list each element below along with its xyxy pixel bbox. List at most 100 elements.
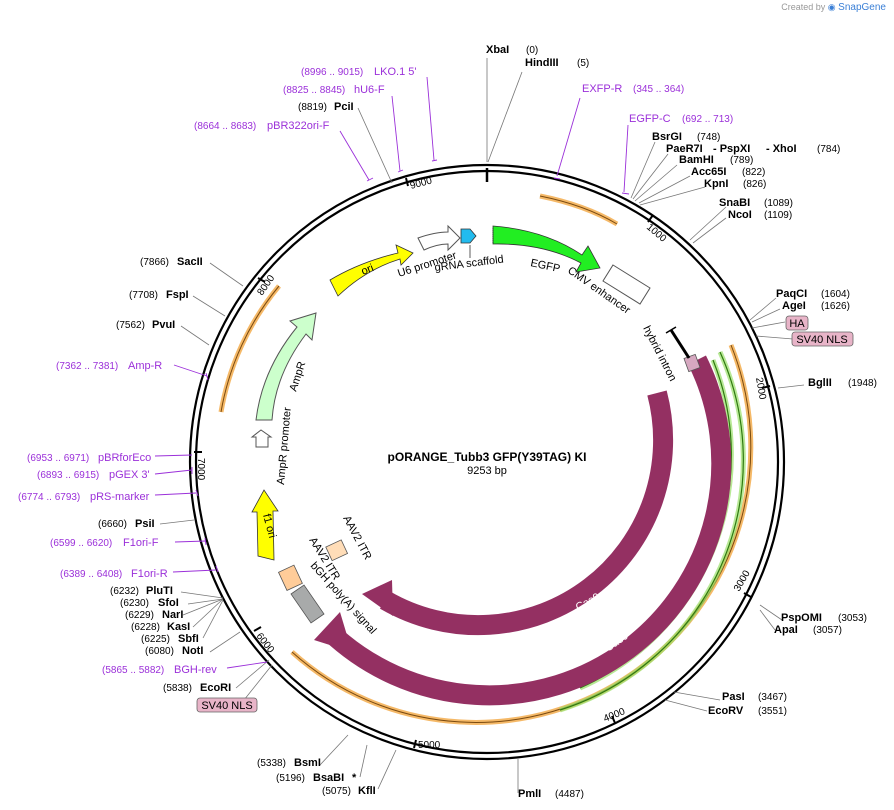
enzyme-ncoi-pos: (1109) <box>764 210 792 221</box>
tag-ha[interactable]: HA <box>751 315 809 331</box>
enzyme-pmli[interactable]: PmlI(4487) <box>518 788 584 800</box>
enzyme-noti[interactable]: (6080)NotI <box>145 645 203 657</box>
primer-exfpr[interactable]: EXFP-R(345 .. 364) <box>582 83 684 95</box>
primer-lko1[interactable]: (8996 .. 9015)LKO.1 5' <box>301 66 416 78</box>
enzyme-paqci-pos: (1604) <box>821 289 850 300</box>
primer-bghrev[interactable]: (5865 .. 5882)BGH-rev <box>102 664 217 676</box>
brand-name: SnapGene <box>838 2 886 13</box>
tick-6000: 6000 <box>254 631 277 656</box>
enzyme-ecori[interactable]: (5838)EcoRI <box>163 682 231 694</box>
enzyme-pspomi[interactable]: PspOMI(3053) <box>781 612 867 624</box>
enzyme-snabi[interactable]: SnaBI(1089) <box>719 197 793 209</box>
tag-sv40-left-label: SV40 NLS <box>201 700 252 712</box>
enzyme-bsrgi[interactable]: BsrGI(748) <box>652 131 720 143</box>
primer-prsmarker[interactable]: (6774 .. 6793)pRS-marker <box>18 491 150 503</box>
enzyme-noti-name: NotI <box>182 645 203 657</box>
enzyme-acc65i-pos: (822) <box>742 167 765 178</box>
primer-pbr322[interactable]: (8664 .. 8683)pBR322ori-F <box>194 120 330 132</box>
aav2-itr-box-1[interactable] <box>325 539 349 562</box>
aav2-itr-box-2[interactable] <box>277 564 303 591</box>
enzyme-ecorv-pos: (3551) <box>758 706 787 717</box>
primer-lko1-name: LKO.1 5' <box>374 66 416 78</box>
feature-egfp-label: EGFP <box>529 257 561 275</box>
cmv-enhancer-box[interactable] <box>602 264 651 305</box>
grna-scaffold-arrow[interactable] <box>460 228 477 244</box>
primer-f1orir[interactable]: (6389 .. 6408)F1ori-R <box>60 568 168 580</box>
ring-ticks <box>194 177 771 749</box>
tag-sv40-nls-right[interactable]: SV40 NLS <box>755 331 854 347</box>
enzyme-sacii[interactable]: (7866) SacII <box>140 256 203 268</box>
orf-arc-top <box>539 193 619 227</box>
tag-sv40-nls-left[interactable]: SV40 NLS <box>196 664 273 713</box>
primer-exfpr-name: EXFP-R <box>582 83 622 95</box>
enzyme-hindiii[interactable]: HindIII(5) <box>525 57 589 69</box>
enzyme-bamhi[interactable]: BamHI(789) <box>679 154 753 166</box>
enzyme-fspi-pos: (7708) <box>129 290 158 301</box>
enzyme-acc65i-name: Acc65I <box>691 166 726 178</box>
enzyme-sacii-name: SacII <box>177 256 203 268</box>
enzyme-paer7i[interactable]: PaeR7I <box>666 143 703 155</box>
enzyme-xhoi[interactable]: - XhoI(784) <box>766 143 840 155</box>
primer-leaders <box>154 76 630 669</box>
snapgene-logo-icon: ◉ <box>827 2 836 12</box>
ampr-arrow[interactable] <box>255 312 317 421</box>
enzyme-ecori-name: EcoRI <box>200 682 231 694</box>
primer-f1orif-range: (6599 .. 6620) <box>50 538 112 549</box>
enzyme-pcii[interactable]: (8819)PciI <box>298 101 354 113</box>
enzyme-pvui-name: PvuI <box>152 319 175 331</box>
primer-egfpc-range: (692 .. 713) <box>682 114 733 125</box>
enzyme-kpni[interactable]: KpnI(826) <box>704 178 766 190</box>
enzyme-ecorv[interactable]: EcoRV(3551) <box>708 705 787 717</box>
primer-prsmarker-range: (6774 .. 6793) <box>18 492 80 503</box>
ampr-promoter-arrow[interactable] <box>250 429 273 448</box>
tag-ha-box <box>785 315 809 331</box>
tag-sv40-left-box <box>196 697 258 713</box>
backbone-outer-ring <box>188 163 786 761</box>
enzyme-kfli[interactable]: (5075)KflI <box>322 785 376 797</box>
primer-ampr[interactable]: (7362 .. 7381)Amp-R <box>56 360 162 372</box>
enzyme-leaders <box>159 58 805 793</box>
enzyme-acc65i[interactable]: Acc65I (822) <box>691 166 765 178</box>
f1-ori-arrow[interactable] <box>251 489 279 561</box>
tag-ha-label: HA <box>789 318 805 330</box>
enzyme-bsmi[interactable]: (5338)BsmI <box>257 757 321 769</box>
enzyme-fspi[interactable]: (7708)FspI <box>129 289 189 301</box>
plasmid-length: 9253 bp <box>467 465 507 477</box>
enzyme-sacii-pos: (7866) <box>140 257 169 268</box>
enzyme-pvui[interactable]: (7562)PvuI <box>116 319 175 331</box>
enzyme-sbfi[interactable]: (6225)SbfI <box>141 633 199 645</box>
primer-egfpc[interactable]: EGFP-C (692 .. 713) <box>629 113 733 125</box>
primer-hu6f[interactable]: (8825 .. 8845)hU6-F <box>283 84 385 96</box>
primer-pgex3[interactable]: (6893 .. 6915)pGEX 3' <box>37 469 150 481</box>
feature-amppro-label: AmpR promoter <box>275 407 294 486</box>
enzyme-kasi[interactable]: (6228)KasI <box>131 621 190 633</box>
egfp-arrow[interactable] <box>492 225 601 273</box>
enzyme-bsabi[interactable]: (5196)BsaBI* <box>276 772 357 784</box>
primer-egfpc-name: EGFP-C <box>629 113 671 125</box>
ori-arrow[interactable] <box>329 244 414 297</box>
enzyme-sfoi-pos: (6230) <box>120 598 149 609</box>
enzyme-ncoi-name: NcoI <box>728 209 752 221</box>
primer-f1orif[interactable]: (6599 .. 6620)F1ori-F <box>50 537 159 549</box>
enzyme-bglii[interactable]: BglII(1948) <box>808 377 877 389</box>
enzyme-snabi-name: SnaBI <box>719 197 750 209</box>
enzyme-ncoi[interactable]: NcoI (1109) <box>728 209 792 221</box>
enzyme-pluti[interactable]: (6232)PluTI <box>110 585 173 597</box>
enzyme-apai[interactable]: ApaI(3057) <box>774 624 842 636</box>
primer-pbrforeco[interactable]: (6953 .. 6971)pBRforEco <box>27 452 151 464</box>
enzyme-pasi[interactable]: PasI(3467) <box>722 691 787 703</box>
cas9-outer-arrowhead <box>314 612 352 652</box>
enzyme-agei[interactable]: AgeI(1626) <box>782 300 850 312</box>
enzyme-sfoi[interactable]: (6230)SfoI <box>120 597 179 609</box>
enzyme-paqci[interactable]: PaqCI(1604) <box>776 288 850 300</box>
enzyme-psii[interactable]: (6660)PsiI <box>98 518 155 530</box>
cas9-outer-arc[interactable] <box>323 355 732 706</box>
enzyme-nari[interactable]: (6229)NarI <box>125 609 183 621</box>
enzyme-xbai[interactable]: XbaI(0) <box>486 44 538 56</box>
cas9-inner-arc[interactable] <box>379 390 674 636</box>
enzyme-pspxi[interactable]: - PspXI <box>713 143 750 155</box>
feature-ampr-label: AmpR <box>287 360 308 393</box>
bgh-polya-box[interactable] <box>290 584 325 624</box>
u6-promoter-arrow[interactable] <box>417 224 461 252</box>
